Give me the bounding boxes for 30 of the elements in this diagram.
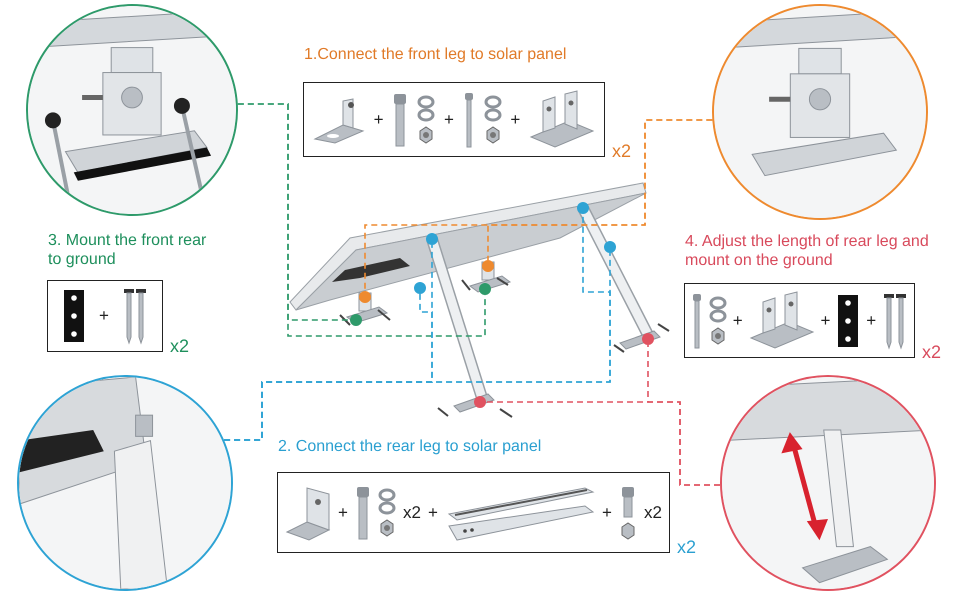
- parts-symbol: +: [866, 310, 876, 330]
- parts-symbol: x2: [644, 502, 662, 522]
- step-heading: 3. Mount the front rear to ground: [48, 231, 208, 269]
- parts-symbol: +: [444, 110, 454, 130]
- leader-line: [647, 345, 720, 486]
- parts-symbol: +: [338, 502, 348, 522]
- parts-symbol: +: [428, 502, 438, 522]
- leader-line: [487, 119, 712, 260]
- parts-symbol: +: [602, 502, 612, 522]
- marker-dot: [350, 314, 362, 326]
- quantity-label: x2: [922, 342, 942, 363]
- marker-dot: [482, 260, 494, 272]
- parts-symbol: +: [820, 310, 830, 330]
- quantity-label: x2: [612, 141, 632, 162]
- leader-line: [238, 103, 486, 337]
- leader-line: [224, 253, 611, 441]
- step-heading: 2. Connect the rear leg to solar panel: [278, 437, 542, 456]
- parts-symbol: +: [510, 110, 520, 130]
- parts-symbol: +: [732, 310, 743, 330]
- parts-symbol: x2: [403, 502, 421, 522]
- marker-dot: [604, 241, 616, 253]
- step-heading: 1.Connect the front leg to solar panel: [304, 45, 568, 64]
- quantity-label: x2: [677, 537, 696, 558]
- marker-dot: [414, 282, 426, 294]
- quantity-label: x2: [170, 336, 190, 357]
- parts-symbol: +: [374, 110, 384, 130]
- marker-dot: [479, 283, 491, 295]
- marker-dot: [474, 396, 486, 408]
- parts-symbol: +: [99, 306, 109, 326]
- step-heading: 4. Adjust the length of rear leg and mount on the ground: [685, 232, 930, 270]
